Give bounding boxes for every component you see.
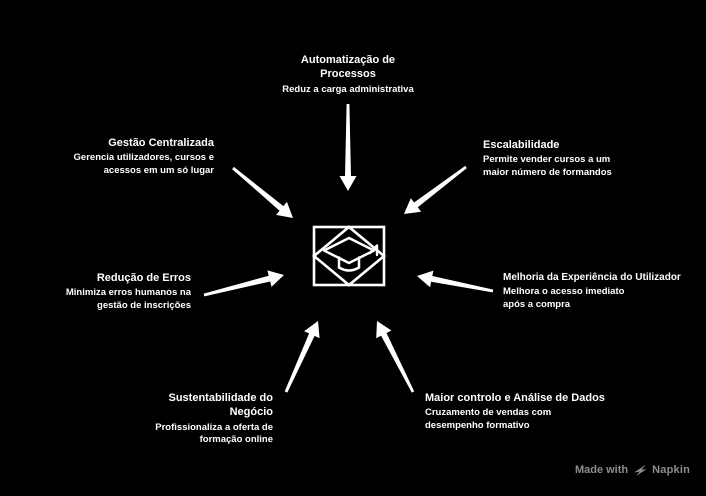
node-automatizacao-de-processos: Automatização de Processos Reduz a carga… bbox=[257, 53, 439, 96]
napkin-logo-icon bbox=[634, 464, 647, 476]
arrow-escalabilidade bbox=[404, 165, 467, 214]
arrow-gestao-centralizada bbox=[232, 166, 293, 218]
node-title: Automatização de Processos bbox=[300, 54, 396, 81]
node-reducao-de-erros: Redução de Erros Minimiza erros humanos … bbox=[21, 271, 191, 313]
cap-tassel bbox=[368, 244, 379, 257]
arrow-maior-controlo bbox=[376, 321, 415, 393]
arrow-reducao-erros bbox=[203, 270, 284, 297]
node-title: Escalabilidade bbox=[483, 139, 560, 151]
node-gestao-centralizada: Gestão Centralizada Gerencia utilizadore… bbox=[34, 136, 214, 178]
node-melhoria-da-experiencia: Melhoria da Experiência do Utilizador Me… bbox=[503, 271, 706, 312]
node-sustentabilidade-do-negocio: Sustentabilidade do Negócio Profissional… bbox=[103, 391, 273, 447]
node-title: Gestão Centralizada bbox=[108, 137, 214, 149]
node-subtitle: Reduz a carga administrativa bbox=[282, 83, 414, 95]
arrow-automatizacao bbox=[339, 104, 357, 191]
node-subtitle: Cruzamento de vendas com desempenho form… bbox=[425, 407, 552, 432]
made-with-napkin-link[interactable]: Made with Napkin bbox=[575, 463, 690, 477]
node-title: Sustentabilidade do Negócio bbox=[168, 392, 273, 419]
node-subtitle: Melhora o acesso imediato após a compra bbox=[503, 286, 625, 310]
node-title: Redução de Erros bbox=[96, 272, 191, 284]
icon-diamond bbox=[312, 225, 386, 287]
icon-frame bbox=[312, 225, 386, 287]
node-subtitle: Gerencia utilizadores, cursos e acessos … bbox=[73, 152, 214, 177]
arrow-melhoria-experiencia bbox=[417, 270, 494, 293]
node-escalabilidade: Escalabilidade Permite vender cursos a u… bbox=[483, 138, 643, 180]
node-subtitle: Permite vender cursos a um maior número … bbox=[483, 154, 612, 179]
node-subtitle: Minimiza erros humanos na gestão de insc… bbox=[65, 287, 191, 312]
mortarboard bbox=[322, 236, 376, 265]
napkin-brand-label: Napkin bbox=[652, 464, 690, 476]
graduation-cap-icon bbox=[312, 225, 386, 287]
arrow-sustentabilidade bbox=[284, 321, 320, 393]
cap-band bbox=[337, 256, 361, 272]
node-subtitle: Profissionaliza a oferta de formação onl… bbox=[155, 421, 273, 446]
node-maior-controlo-analise-dados: Maior controlo e Análise de Dados Cruzam… bbox=[425, 391, 625, 433]
node-title: Melhoria da Experiência do Utilizador bbox=[503, 272, 681, 283]
node-title: Maior controlo e Análise de Dados bbox=[425, 392, 605, 404]
made-with-label: Made with bbox=[574, 464, 629, 476]
